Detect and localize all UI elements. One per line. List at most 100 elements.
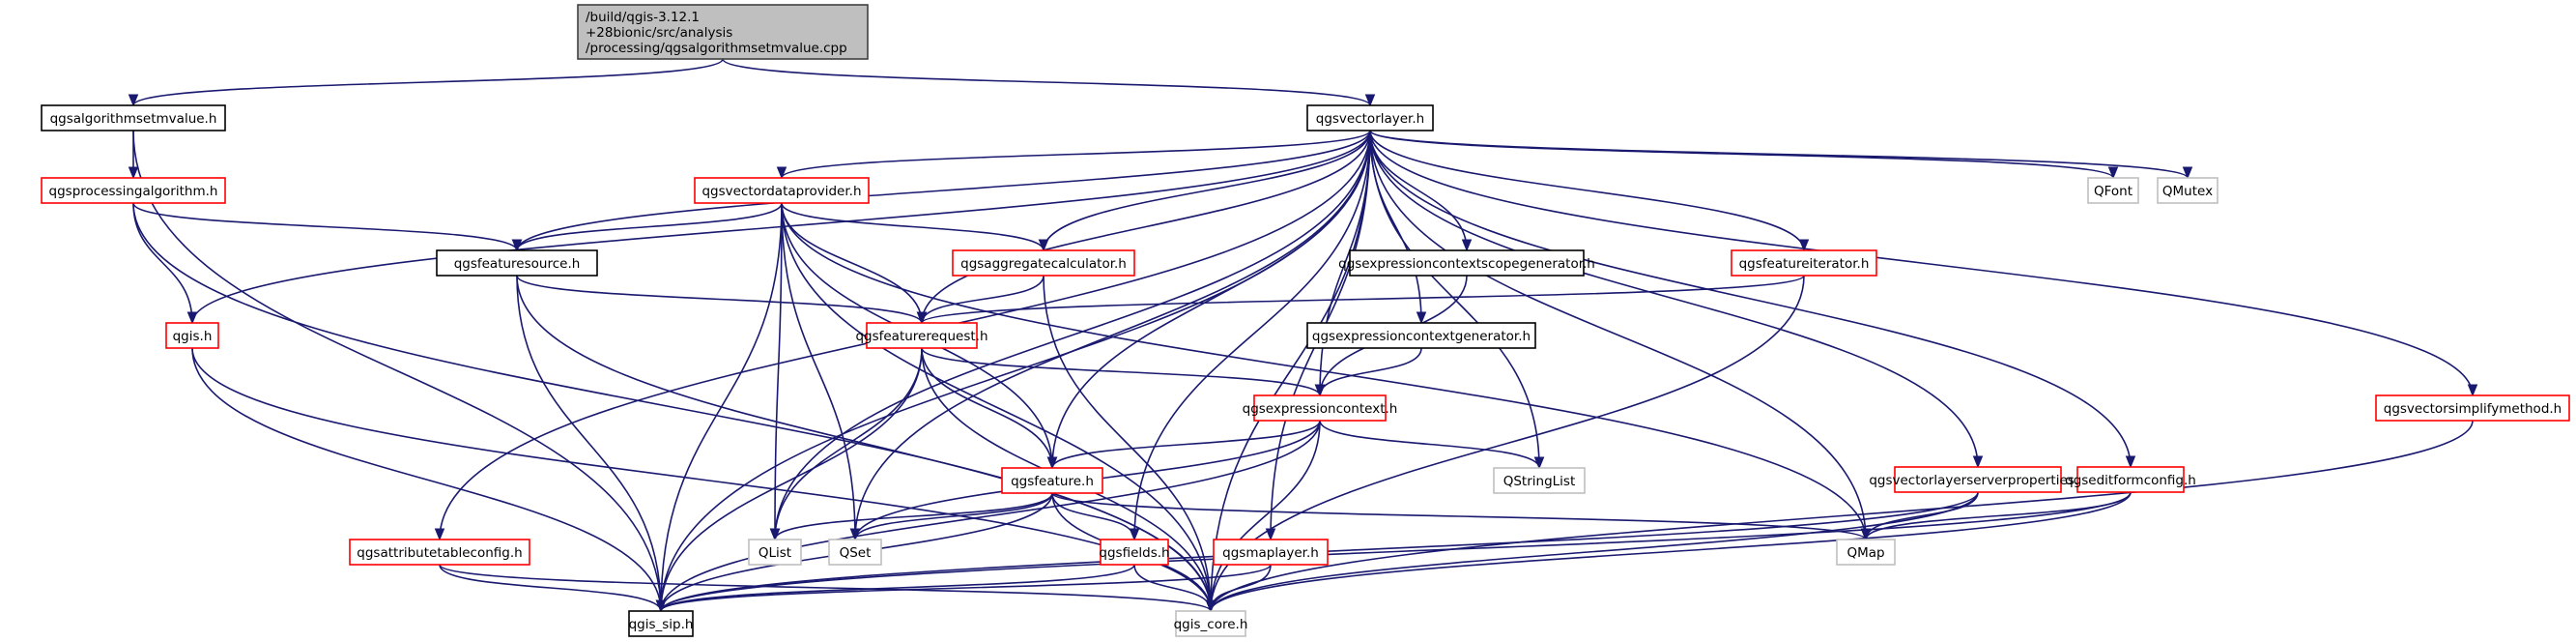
edge-qgsfeaturerequest-h-to-qgsexpressioncontext-h (921, 347, 1321, 396)
node-label: qgis_core.h (1174, 617, 1248, 632)
edge-qgsattributetableconfig-h-to-qgis-sip-h (439, 564, 662, 612)
arrowhead-icon (1129, 528, 1140, 541)
node-box (349, 539, 530, 566)
edge-qgsfeaturesource-h-to-qgsfeaturerequest-h (516, 275, 923, 324)
node-qgis-sip-h[interactable]: qgis_sip.h (628, 610, 694, 637)
edge-qgsvectorlayer-h-to-qstringlist (1369, 130, 1540, 469)
node-qgsvectorsimplifymethod-h[interactable]: qgsvectorsimplifymethod.h (2375, 394, 2570, 422)
node-box (1175, 610, 1246, 637)
edge-qgsfeature-h-to-qmap (1051, 492, 1867, 540)
edge-qgseditformconfig-h-to-qgis-core-h (1210, 491, 2132, 612)
edge-qgsvectorlayer-h-to-qgis-core-h (1210, 130, 1371, 612)
arrowhead-icon (128, 166, 139, 180)
node-label: /processing/qgsalgorithmsetmvalue.cpp (586, 41, 847, 56)
arrowhead-icon (769, 528, 781, 541)
arrowhead-icon (1205, 599, 1216, 613)
node-box (628, 610, 694, 637)
node-box (1100, 539, 1169, 566)
node-qgsaggregatecalculator-h[interactable]: qgsaggregatecalculator.h (952, 249, 1135, 277)
edge-qgsvectorlayer-h-to-qset (854, 130, 1371, 540)
node-label: qgsfeatureiterator.h (1739, 256, 1870, 272)
edge-qgsvectorlayerserverproperties-h-to-qgis-core-h (1210, 491, 1979, 612)
node-root[interactable]: /build/qgis-3.12.1+28bionic/src/analysis… (577, 4, 869, 60)
node-qgsvectorlayerserverproperties-h[interactable]: qgsvectorlayerserverproperties.h (1869, 466, 2087, 493)
node-label: qgis.h (173, 329, 213, 344)
node-qgsfeature-h[interactable]: qgsfeature.h (1001, 467, 1103, 494)
node-qgsalgorithmsetmvalue-h[interactable]: qgsalgorithmsetmvalue.h (41, 104, 226, 131)
node-qmap: QMap (1836, 539, 1896, 566)
arrowhead-icon (1798, 239, 1810, 252)
node-label: QStringList (1503, 474, 1576, 489)
node-qgsfeaturerequest-h[interactable]: qgsfeaturerequest.h (855, 322, 988, 349)
node-qgsvectordataprovider-h[interactable]: qgsvectordataprovider.h (694, 177, 870, 204)
node-box (1836, 539, 1896, 566)
node-box (1731, 249, 1877, 277)
node-label: qgsalgorithmsetmvalue.h (50, 111, 217, 127)
arrowhead-icon (186, 311, 198, 325)
edge-qgsvectordataprovider-h-to-qmap (781, 202, 1867, 540)
node-label: /build/qgis-3.12.1 (586, 10, 700, 25)
node-qgis-core-h: qgis_core.h (1174, 610, 1248, 637)
edges-layer (128, 58, 2478, 613)
node-qgsprocessingalgorithm-h[interactable]: qgsprocessingalgorithm.h (41, 177, 226, 204)
node-qgsvectorlayer-h[interactable]: qgsvectorlayer.h (1306, 104, 1434, 131)
node-qgsfields-h[interactable]: qgsfields.h (1099, 539, 1170, 566)
node-qgis-h[interactable]: qgis.h (165, 322, 219, 349)
arrowhead-icon (1972, 455, 1984, 469)
node-box (828, 539, 882, 566)
edge-qgsvectorsimplifymethod-h-to-qgis-core-h (1210, 420, 2474, 612)
node-box (1253, 394, 1387, 422)
edge-qgsattributetableconfig-h-to-qgis-core-h (439, 564, 1212, 612)
edge-qgsvectordataprovider-h-to-qlist (774, 202, 783, 540)
edge-qgsvectordataprovider-h-to-qgis-core-h (781, 202, 1212, 612)
node-box (1493, 467, 1586, 494)
node-label: qgis_sip.h (629, 617, 694, 632)
node-box (1306, 322, 1536, 349)
node-qgsmaplayer-h[interactable]: qgsmaplayer.h (1213, 539, 1329, 566)
node-label: qgsexpressioncontextgenerator.h (1312, 329, 1531, 344)
arrowhead-icon (776, 166, 787, 180)
node-label: qgsfields.h (1099, 545, 1169, 561)
node-box (694, 177, 870, 204)
node-qgsattributetableconfig-h[interactable]: qgsattributetableconfig.h (349, 539, 530, 566)
node-box (866, 322, 978, 349)
node-label: qgsfeaturerequest.h (855, 329, 987, 344)
node-label: qgsfeature.h (1011, 474, 1094, 489)
node-qset: QSet (828, 539, 882, 566)
node-box (41, 177, 226, 204)
node-qgsexpressioncontextgenerator-h[interactable]: qgsexpressioncontextgenerator.h (1306, 322, 1536, 349)
edge-qgsfields-h-to-qgis-sip-h (660, 564, 1135, 612)
node-qgsexpressioncontext-h[interactable]: qgsexpressioncontext.h (1243, 394, 1398, 422)
arrowhead-icon (1533, 456, 1545, 470)
node-label: QMutex (2162, 184, 2213, 199)
node-box (2157, 177, 2218, 204)
edge-qgsexpressioncontextgenerator-h-to-qgsexpressioncontext-h (1319, 347, 1422, 396)
edge-qgsfeaturerequest-h-to-qgsfeature-h (921, 347, 1053, 469)
node-qgsexpressioncontextscopegenerator-h[interactable]: qgsexpressioncontextscopegenerator.h (1338, 249, 1595, 277)
arrowhead-icon (1461, 239, 1473, 252)
arrowhead-icon (2125, 455, 2136, 469)
node-qgseditformconfig-h[interactable]: qgseditformconfig.h (2065, 466, 2196, 493)
node-qgsfeaturesource-h[interactable]: qgsfeaturesource.h (436, 249, 598, 277)
edge-qgsvectorlayer-h-to-qgis-sip-h (660, 130, 1371, 612)
node-box (1306, 104, 1434, 131)
edge-qgsvectorlayer-h-to-qlist (774, 130, 1371, 540)
edge-qgsaggregatecalculator-h-to-qgis-core-h (1043, 275, 1212, 612)
node-label: qgsvectorlayer.h (1316, 111, 1424, 127)
node-box (748, 539, 802, 566)
node-qgsfeatureiterator-h[interactable]: qgsfeatureiterator.h (1731, 249, 1877, 277)
arrowhead-icon (1416, 311, 1427, 325)
edge-qgsvectordataprovider-h-to-qset (781, 202, 856, 540)
edge-qgsexpressioncontext-h-to-qgis-core-h (1210, 420, 1321, 612)
edge-qgsfeature-h-to-qset (854, 492, 1053, 540)
node-label: qgsvectordataprovider.h (701, 184, 861, 199)
node-label: QList (758, 545, 791, 561)
node-qlist: QList (748, 539, 802, 566)
nodes-layer: /build/qgis-3.12.1+28bionic/src/analysis… (41, 4, 2570, 637)
edge-qgsfeaturesource-h-to-qgis-sip-h (516, 275, 662, 612)
node-label: QMap (1846, 545, 1884, 561)
edge-qgsfeaturesource-h-to-qgis-core-h (516, 275, 1212, 612)
node-box (1894, 466, 2062, 493)
edge-qgsvectorlayer-h-to-qfont (1369, 130, 2114, 179)
